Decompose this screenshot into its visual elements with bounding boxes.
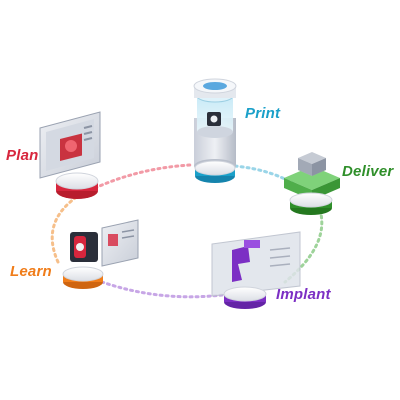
print-label: Print (245, 105, 281, 122)
implant-scan-screen-icon (211, 231, 301, 297)
implant-label: Implant (276, 286, 331, 303)
connector-plan-print (93, 163, 192, 190)
implant-station (211, 231, 301, 309)
deliver-station (284, 152, 340, 215)
knee-model-learning-icon (70, 219, 139, 267)
connector-print-deliver (233, 164, 302, 190)
print-station (193, 78, 237, 183)
connector-implant-learn (100, 280, 224, 299)
learn-label: Learn (10, 263, 52, 280)
plan-station (39, 111, 101, 199)
knee-scan-monitor-icon (39, 111, 101, 179)
learn-station (62, 219, 139, 289)
deliver-label: Deliver (342, 163, 394, 180)
3d-printer-icon (193, 78, 237, 173)
plan-label: Plan (6, 147, 39, 164)
connector-learn-plan (50, 194, 80, 264)
